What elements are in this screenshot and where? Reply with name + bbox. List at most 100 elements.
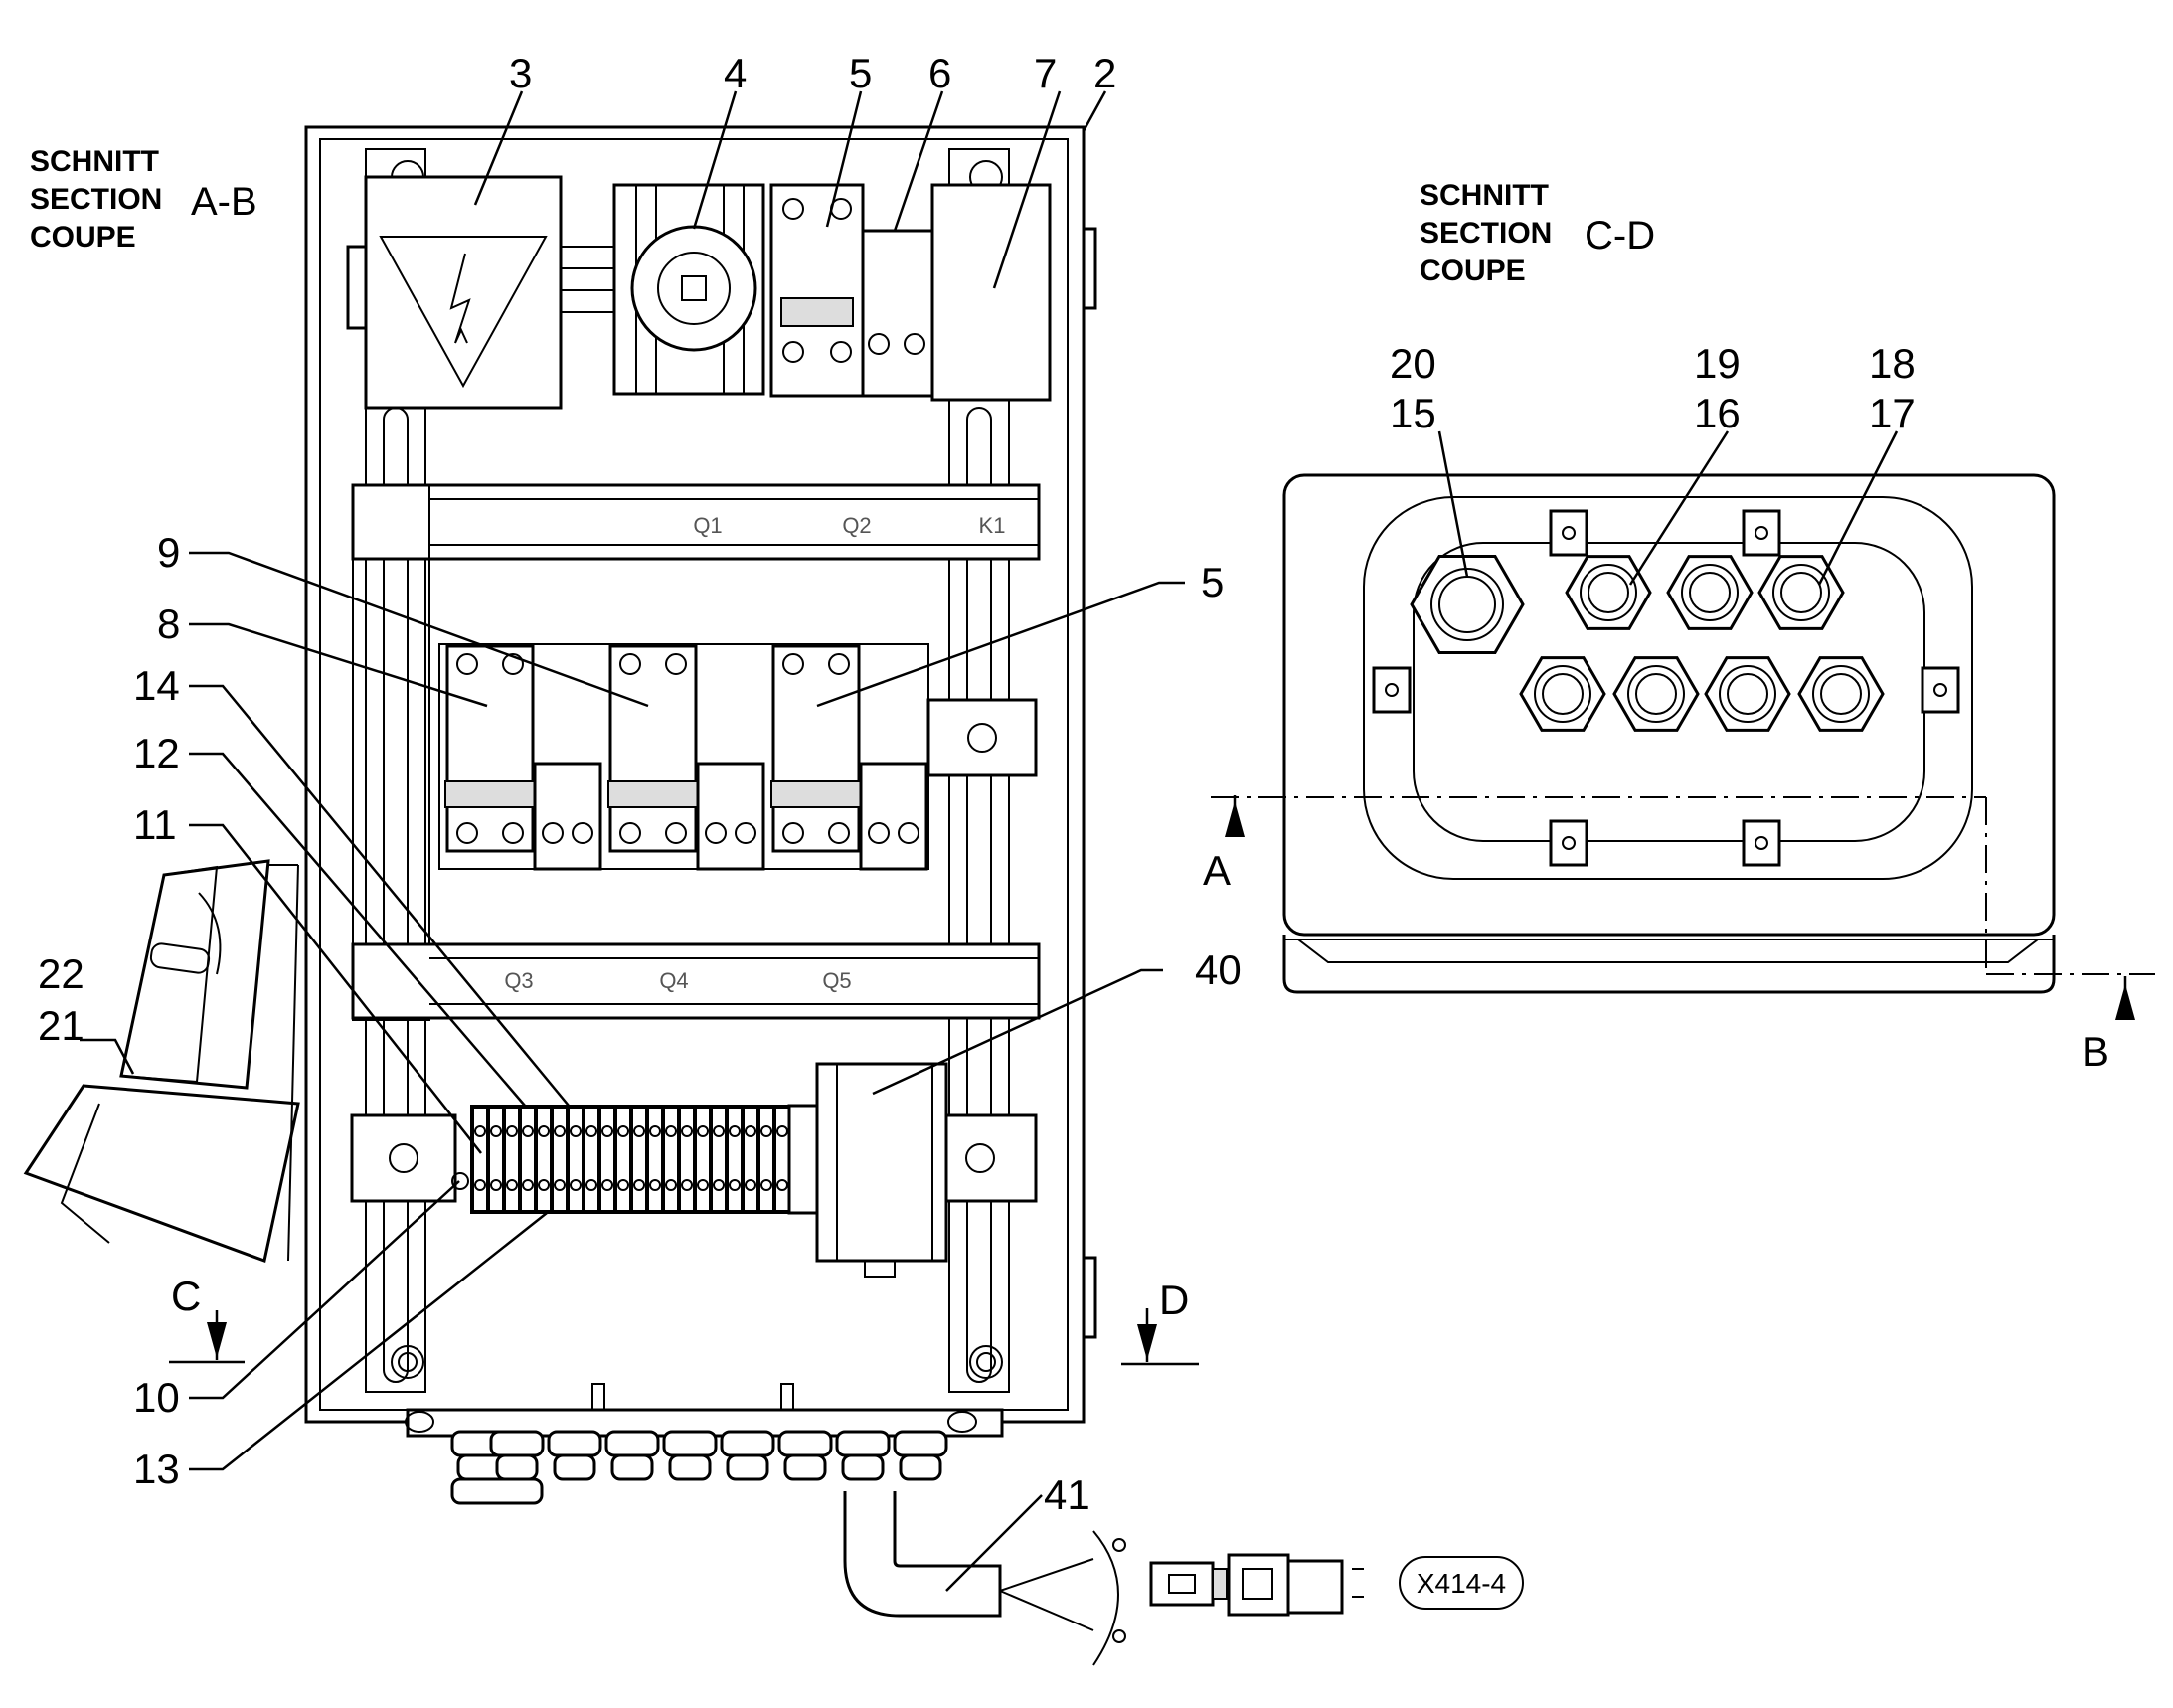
terminal-block	[711, 1107, 727, 1212]
callout-21: 21	[38, 1002, 84, 1049]
callout-leaders	[80, 90, 1899, 1592]
section-cd-view	[1211, 473, 2155, 994]
terminal-block	[568, 1107, 584, 1212]
din-rail-lower: Q3 Q4 Q5	[351, 942, 1041, 1020]
callout-41: 41	[1044, 1471, 1090, 1518]
callout-40: 40	[1195, 946, 1242, 993]
cut-marker-c: C	[169, 1273, 245, 1364]
callout-4: 4	[724, 50, 747, 96]
connector-tag-box	[1399, 1556, 1524, 1610]
terminal-block	[631, 1107, 647, 1212]
callout-7: 7	[1034, 50, 1057, 96]
callout-numbers: 2 3 4 5 6 7 9 5 8 14 12 11 40 22 21 10 1…	[38, 50, 1916, 1518]
gasket-clip	[1742, 509, 1781, 557]
gasket-clip	[1742, 819, 1781, 867]
callout-5-mid: 5	[1201, 559, 1224, 605]
breaker-bank	[438, 643, 1038, 871]
top-breaker-group	[769, 183, 1052, 402]
callout-3: 3	[509, 50, 532, 96]
left-mounting-plate	[352, 484, 430, 1021]
terminal-block	[504, 1107, 520, 1212]
callout-17: 17	[1869, 390, 1916, 436]
rail-label-q3: Q3	[504, 968, 533, 993]
cable-gland	[835, 1430, 891, 1481]
rail-label-q5: Q5	[822, 968, 851, 993]
terminal-block	[774, 1107, 790, 1212]
section-cd-line-2: SECTION	[1420, 217, 1552, 250]
gland-plate-outer	[1282, 473, 2056, 937]
hex-cable-gland	[1797, 656, 1885, 732]
terminal-block	[743, 1107, 758, 1212]
terminal-block	[472, 1107, 488, 1212]
rail-clamp-right	[926, 698, 1038, 777]
section-cd-title: SCHNITT SECTION COUPE C-D	[1420, 179, 1655, 287]
gasket-outer	[1363, 496, 1973, 880]
gasket-clip	[1549, 819, 1588, 867]
cut-marker-a: A	[1203, 795, 1245, 894]
callout-20: 20	[1390, 340, 1436, 387]
cable-gland	[604, 1430, 660, 1481]
callout-10: 10	[133, 1374, 180, 1421]
cut-label-d: D	[1159, 1277, 1189, 1323]
gland-plate-lip	[1282, 935, 2056, 994]
hinge-top	[1082, 227, 1097, 310]
breaker-unit-8	[444, 644, 602, 871]
component-40-box	[815, 1062, 1038, 1278]
callout-2: 2	[1093, 50, 1116, 96]
connector-parts: X414-4	[1149, 1553, 1524, 1617]
main-switch	[612, 183, 765, 396]
gasket-clip	[1921, 666, 1960, 714]
terminal-block	[647, 1107, 663, 1212]
section-cd-line-1: SCHNITT	[1420, 179, 1549, 212]
gasket-clip	[1549, 509, 1588, 557]
cable-gland-row	[405, 1383, 1004, 1505]
terminal-block	[679, 1107, 695, 1212]
callout-22: 22	[38, 950, 84, 997]
hex-cable-gland	[1519, 656, 1606, 732]
terminal-block	[615, 1107, 631, 1212]
section-ab-view: Q1 Q2 K1	[23, 125, 1524, 1666]
section-ab-title: SCHNITT SECTION COUPE A-B	[30, 145, 257, 254]
callout-16: 16	[1694, 390, 1741, 436]
callout-12: 12	[133, 730, 180, 776]
cable-41	[843, 1491, 1126, 1666]
cut-label-b: B	[2082, 1028, 2109, 1075]
warning-box	[346, 175, 616, 410]
terminal-block	[520, 1107, 536, 1212]
terminal-block	[599, 1107, 615, 1212]
din-rail-upper: Q1 Q2 K1	[351, 483, 1041, 561]
callout-19: 19	[1694, 340, 1741, 387]
breaker-unit-9	[607, 644, 765, 871]
gasket-clip	[1372, 666, 1412, 714]
terminal-block	[663, 1107, 679, 1212]
callout-6: 6	[928, 50, 951, 96]
rail-label-q2: Q2	[842, 513, 871, 538]
cable-gland	[662, 1430, 718, 1481]
callout-13: 13	[133, 1446, 180, 1492]
cable-gland	[893, 1430, 948, 1481]
hex-cable-gland	[1410, 555, 1525, 654]
cable-gland	[547, 1430, 602, 1481]
terminal-block	[758, 1107, 774, 1212]
callout-14: 14	[133, 662, 180, 709]
terminal-block	[695, 1107, 711, 1212]
hex-cable-gland	[1757, 555, 1845, 630]
terminal-block	[584, 1107, 599, 1212]
rail-label-k1: K1	[979, 513, 1006, 538]
hex-cable-gland	[1612, 656, 1700, 732]
connector-tag: X414-4	[1417, 1568, 1506, 1599]
cee-socket	[23, 859, 300, 1264]
section-ab-code: A-B	[191, 180, 257, 224]
section-ab-line-3: COUPE	[30, 221, 136, 254]
callout-9: 9	[157, 529, 180, 576]
callout-11: 11	[133, 801, 177, 848]
section-cd-line-3: COUPE	[1420, 255, 1526, 287]
hinge-bottom	[1082, 1256, 1097, 1339]
hex-cable-gland	[1666, 555, 1754, 630]
cut-label-c: C	[171, 1273, 201, 1319]
rail-label-q4: Q4	[659, 968, 688, 993]
hex-cable-gland	[1704, 656, 1791, 732]
callout-8: 8	[157, 600, 180, 647]
